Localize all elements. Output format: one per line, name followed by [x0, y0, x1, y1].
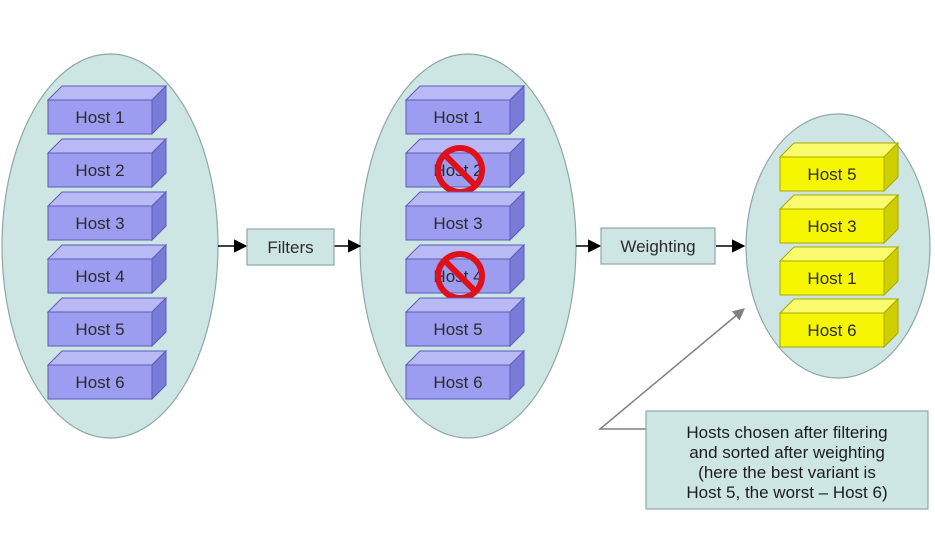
weighting-step: Weighting [600, 227, 716, 265]
host-box: Host 1 [778, 245, 900, 297]
host-label: Host 6 [75, 373, 124, 392]
host-box: Host 4 [46, 243, 168, 295]
weighting-label: Weighting [620, 237, 695, 256]
callout-note: Hosts chosen after filtering and sorted … [645, 410, 929, 510]
host-box: Host 1 [404, 84, 526, 136]
note-line-1: Hosts chosen after filtering [686, 423, 887, 442]
host-box: Host 5 [778, 141, 900, 193]
host-label: Host 3 [75, 214, 124, 233]
host-label: Host 3 [807, 217, 856, 236]
host-box: Host 3 [778, 193, 900, 245]
note-line-2: and sorted after weighting [689, 443, 885, 462]
host-box: Host 5 [404, 296, 526, 348]
host-box: Host 2 [46, 137, 168, 189]
host-box: Host 6 [404, 349, 526, 401]
host-label: Host 1 [75, 108, 124, 127]
host-box: Host 6 [778, 297, 900, 349]
host-box: Host 3 [46, 190, 168, 242]
host-label: Host 6 [433, 373, 482, 392]
weighted-hosts-list: Host 5 Host 3 Host 1 Host 6 [778, 141, 900, 349]
host-label: Host 1 [433, 108, 482, 127]
host-label: Host 2 [75, 161, 124, 180]
host-box: Host 5 [46, 296, 168, 348]
host-label: Host 5 [807, 165, 856, 184]
host-label: Host 5 [433, 320, 482, 339]
host-box: Host 3 [404, 190, 526, 242]
note-line-3: (here the best variant is [698, 463, 876, 482]
filters-label: Filters [267, 238, 313, 257]
filters-step: Filters [246, 228, 335, 266]
host-box: Host 1 [46, 84, 168, 136]
host-label: Host 3 [433, 214, 482, 233]
all-hosts-list: Host 1 Host 2 Host 3 Host 4 Host 5 Host 6 [46, 84, 168, 401]
note-line-4: Host 5, the worst – Host 6) [686, 483, 887, 502]
host-label: Host 6 [807, 321, 856, 340]
host-label: Host 4 [75, 267, 124, 286]
host-label: Host 1 [807, 269, 856, 288]
callout-pointer [597, 308, 745, 430]
host-box: Host 6 [46, 349, 168, 401]
host-label: Host 5 [75, 320, 124, 339]
